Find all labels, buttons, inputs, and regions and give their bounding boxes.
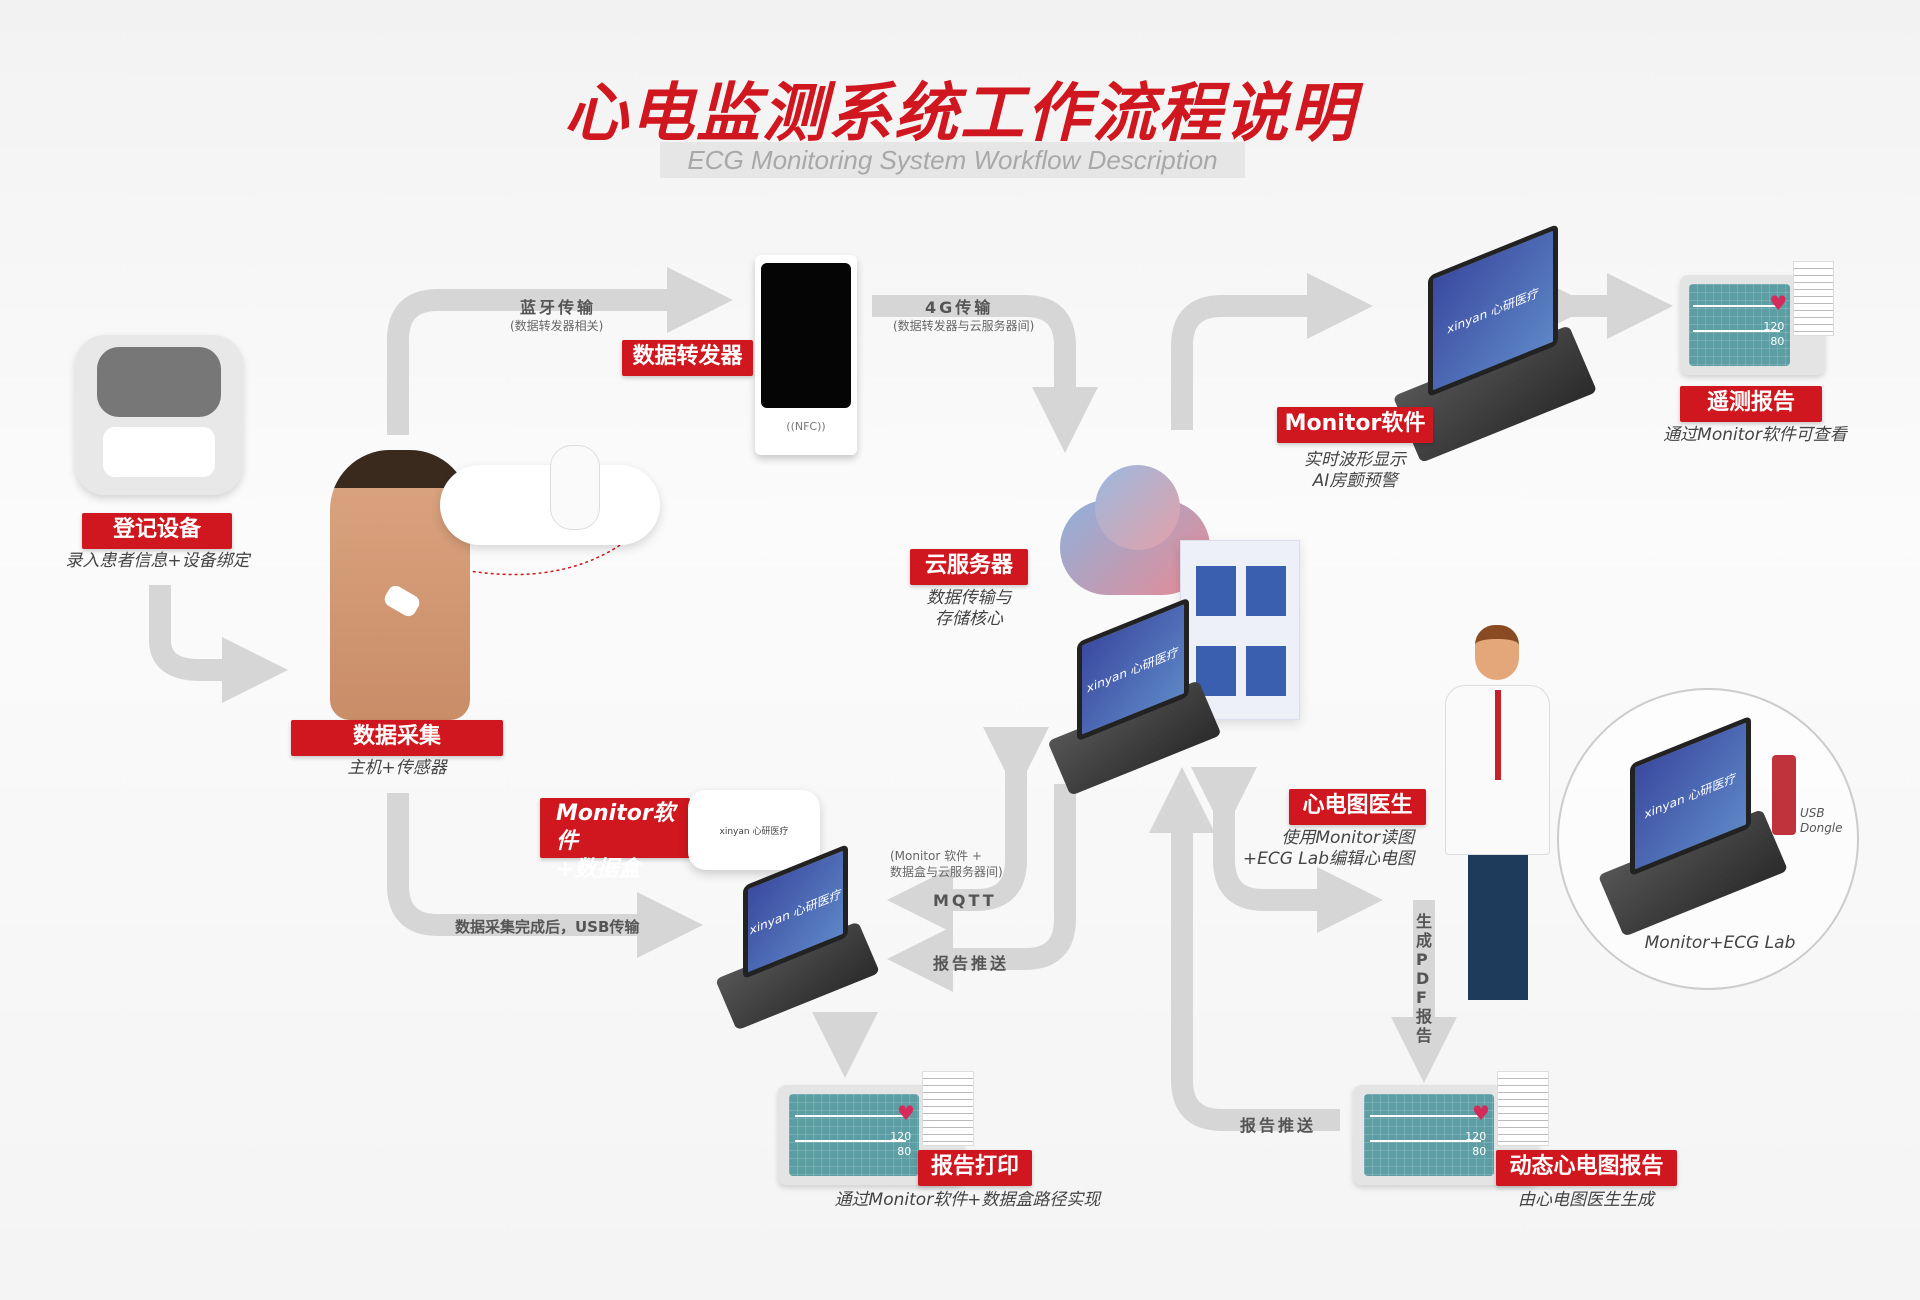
data-collection-tag: 数据采集 [291,720,503,756]
pdf-label: 生成PDF报告 [1416,912,1433,1045]
arrow-usb [387,793,703,958]
page-subtitle: ECG Monitoring System Workflow Descripti… [660,142,1245,178]
arrow-cloud-to-monitor [1171,273,1373,430]
cloud-laptop-image: xinyan 心研医疗 [1045,597,1225,797]
arrow-bluetooth [387,267,733,435]
ecg-doctor-tag: 心电图医生 [1289,789,1426,825]
ecg-doctor-desc-1: 使用Monitor读图 [1281,828,1414,848]
cloud-server-desc-1: 数据传输与 [926,588,1012,608]
sensor-patch [381,582,423,620]
heart-icon: ♥ [1769,291,1788,315]
monitor-desc-2: AI房颤预警 [1312,471,1398,491]
usb-dongle-label-2: Dongle [1800,821,1843,835]
data-forwarder-image: ((NFC)) [755,255,857,455]
heart-icon: ♥ [896,1101,915,1125]
bluetooth-note: (数据转发器相关) [510,319,604,333]
page-title: 心电监测系统工作流程说明 [564,77,1356,151]
workstation-caption: Monitor+ECG Lab [1644,933,1796,953]
cloud-server-desc-2: 存储核心 [935,609,1003,629]
monitor-software-tag: Monitor软件 [1277,407,1433,443]
data-forwarder-tag: 数据转发器 [622,340,753,376]
report-push-label-2: 报告推送 [1240,1116,1317,1135]
sensor-closeup-image [440,445,660,545]
cloud-server-tag: 云服务器 [910,549,1028,585]
mqtt-note-2: 数据盒与云服务器间) [890,865,1003,879]
arrow-register-collect [149,585,288,703]
heart-icon: ♥ [1471,1101,1490,1125]
nfc-icon: ((NFC)) [786,420,826,433]
telemetry-report-desc: 通过Monitor软件可查看 [1663,425,1847,445]
arrow-mqtt [887,727,1049,933]
telemetry-report-tag: 遥测报告 [1680,386,1822,422]
device-case-image [75,335,243,495]
databox-laptop-image: xinyan 心研医疗 [712,843,882,1031]
monitor-desc-1: 实时波形显示 [1304,450,1406,470]
arrow-report-push-2 [1149,767,1340,1131]
mqtt-label: MQTT [933,891,997,910]
databox-tag-line-1: Monitor软件 [556,801,675,854]
ecg-doctor-desc-2: +ECG Lab编辑心电图 [1242,849,1414,869]
mqtt-note-1: (Monitor 软件 + [890,849,982,863]
pulse-dotted-line [419,529,641,576]
data-box-image: xinyan 心研医疗 [688,790,820,870]
data-collection-desc: 主机+传感器 [347,758,447,778]
workstation-laptop-image: xinyan 心研医疗 [1595,715,1790,937]
arrow-report-push-1 [887,784,1076,992]
g4-label: 4G传输 [925,298,994,317]
databox-tag: Monitor软件 +数据盒 [540,798,690,882]
usb-dongle-icon [1772,755,1796,835]
holter-report-desc: 由心电图医生生成 [1518,1190,1654,1210]
usb-dongle-label-1: USB [1800,806,1825,820]
databox-tag-line-2: +数据盒 [556,857,641,882]
usb-label: 数据采集完成后，USB传输 [455,918,640,936]
doctor-image [1440,625,1555,1005]
arrow-cloud-doctor [1191,767,1383,933]
bluetooth-label: 蓝牙传输 [520,298,597,317]
report-push-label-1: 报告推送 [933,954,1010,973]
g4-note: (数据转发器与云服务器间) [893,319,1035,333]
report-print-desc: 通过Monitor软件+数据盒路径实现 [834,1190,1101,1210]
arrow-4g [872,295,1098,453]
register-device-tag: 登记设备 [82,513,232,549]
report-print-tag: 报告打印 [918,1150,1032,1186]
register-device-desc: 录入患者信息+设备绑定 [65,551,250,571]
holter-report-tag: 动态心电图报告 [1496,1150,1677,1186]
